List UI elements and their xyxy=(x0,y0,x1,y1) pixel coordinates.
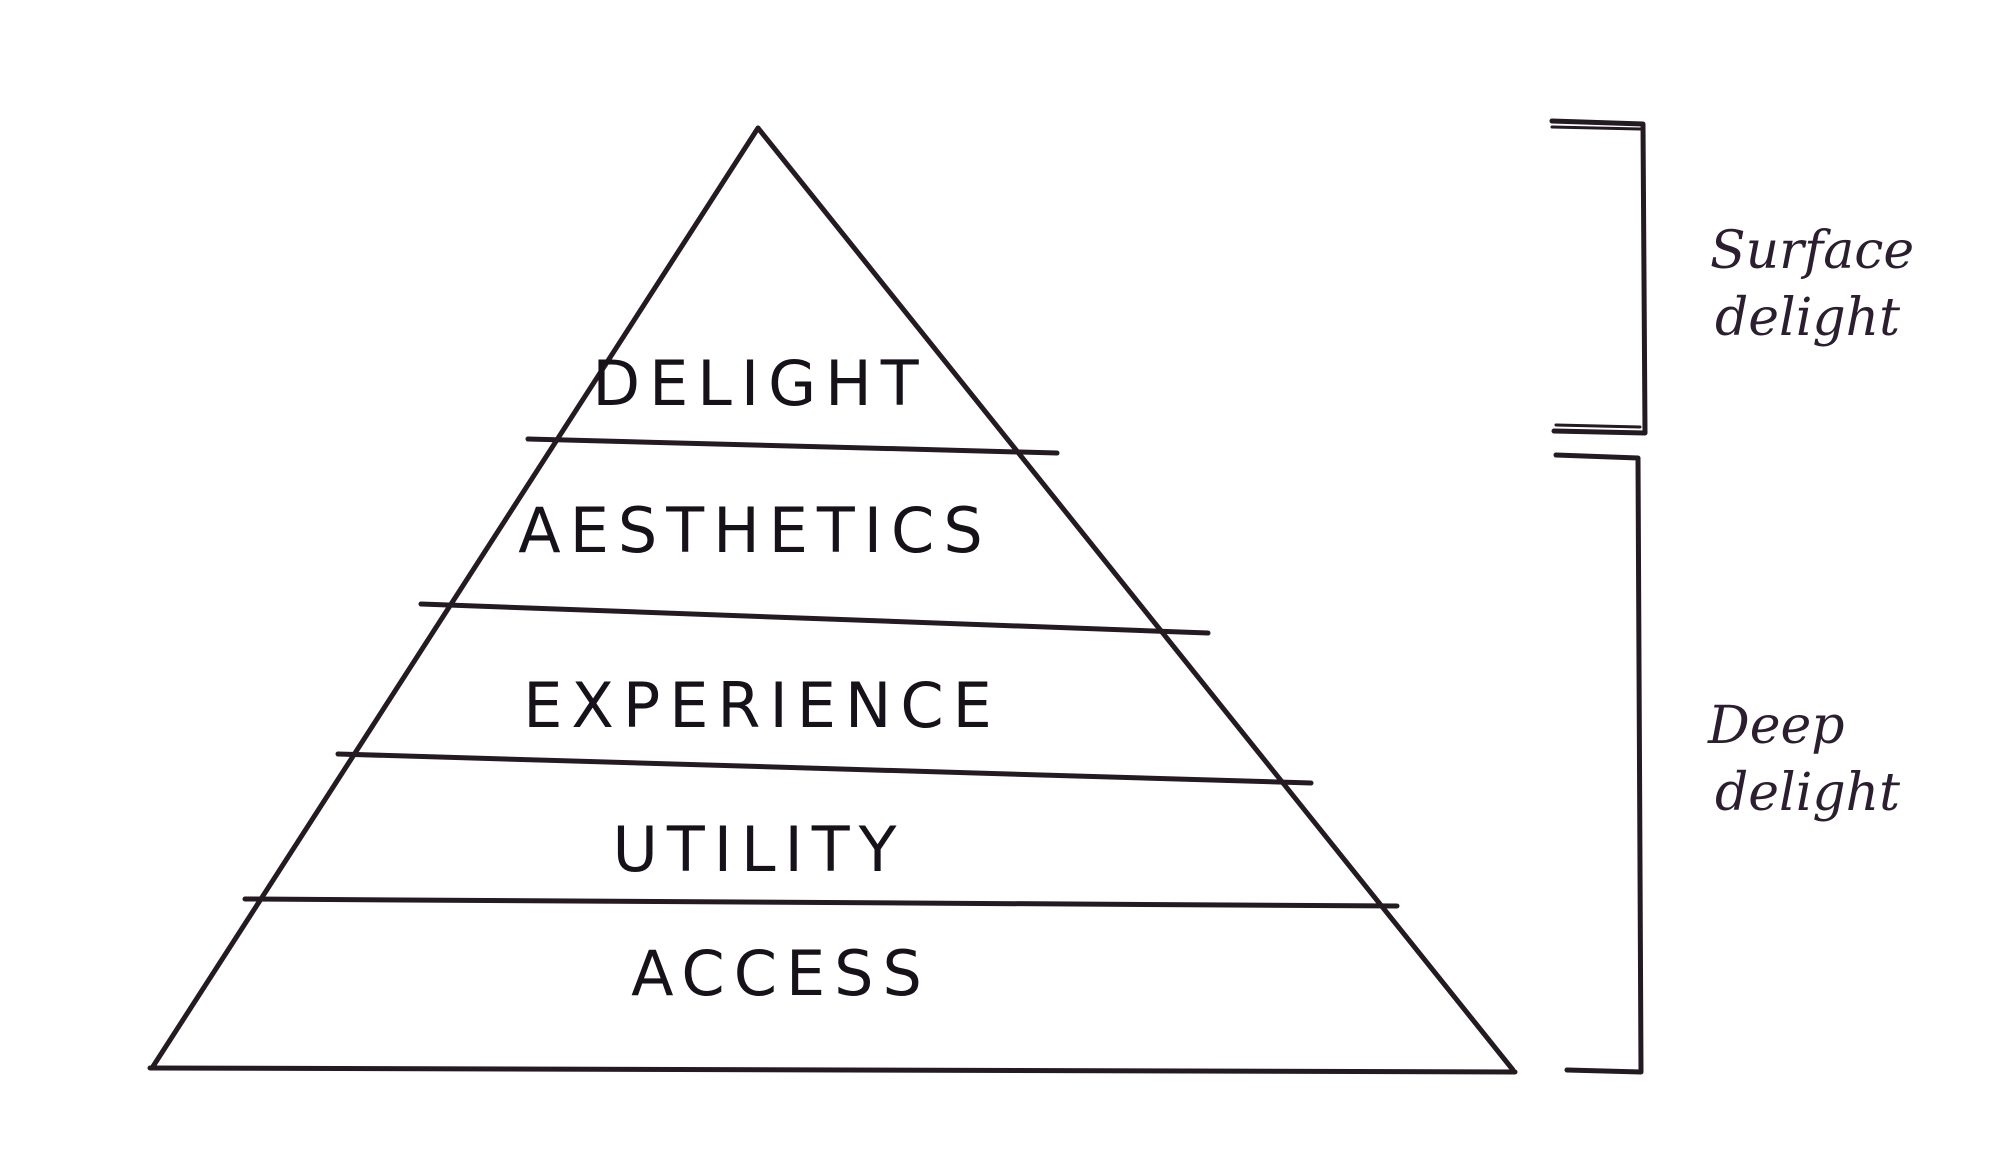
deep-bracket-line xyxy=(1553,452,1644,1075)
surface-bracket-line xyxy=(1549,118,1648,436)
layer-label-delight: DELIGHT xyxy=(592,347,927,420)
surface-delight-bracket xyxy=(1549,118,1648,436)
deep-label-line2: delight xyxy=(1715,763,1900,823)
divider-aesthetics-experience xyxy=(418,601,1211,636)
layer-label-utility: UTILITY xyxy=(612,813,905,886)
surface-label-line1: Surface xyxy=(1710,221,1914,281)
surface-delight-label: Surface delight xyxy=(1710,221,1914,348)
divider-experience-utility xyxy=(335,751,1314,786)
pyramid: DELIGHT AESTHETICS EXPERIENCE UTILITY AC… xyxy=(147,125,1518,1075)
deep-delight-label: Deep delight xyxy=(1707,696,1900,823)
divider-utility-access xyxy=(242,896,1400,909)
surface-bracket-line-double xyxy=(1550,125,1642,429)
deep-label-line1: Deep xyxy=(1707,696,1845,756)
pyramid-outline xyxy=(147,125,1518,1075)
layer-label-experience: EXPERIENCE xyxy=(523,669,1001,742)
deep-delight-bracket xyxy=(1553,452,1644,1075)
divider-delight-aesthetics xyxy=(525,436,1060,456)
surface-label-line2: delight xyxy=(1715,288,1900,348)
layer-label-access: ACCESS xyxy=(631,937,931,1010)
layer-label-aesthetics: AESTHETICS xyxy=(518,494,991,567)
